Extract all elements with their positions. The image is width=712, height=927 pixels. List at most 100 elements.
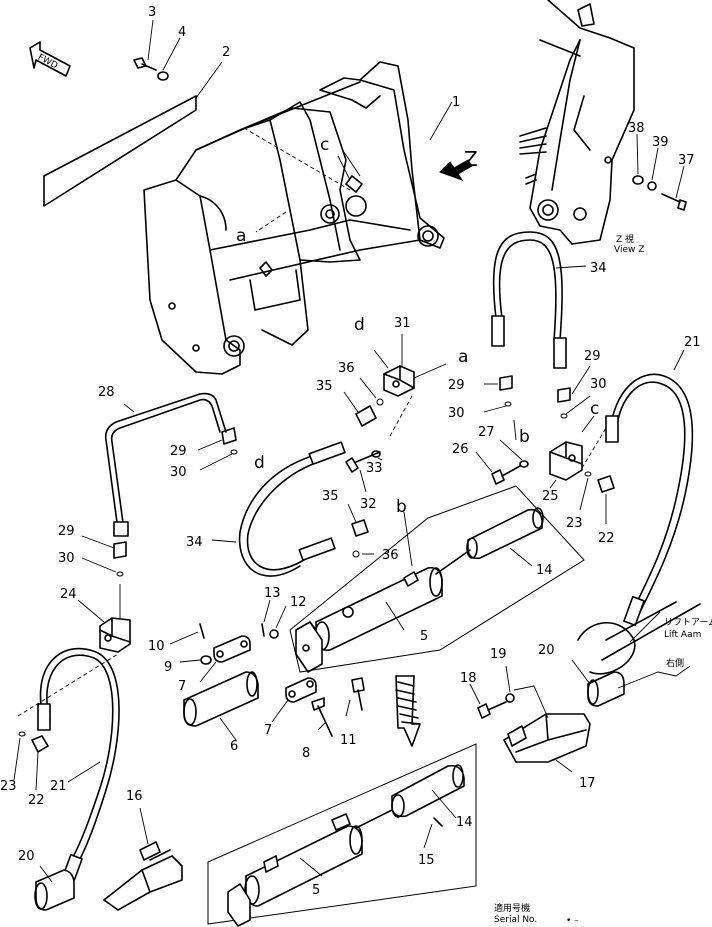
pin-20-left	[34, 865, 75, 911]
cylinder-5-upper	[295, 566, 443, 673]
callout-23-left: 23	[0, 779, 17, 794]
rod-14-upper	[466, 507, 544, 567]
bolt-11	[345, 677, 365, 717]
serial-jp: 適用号機	[494, 902, 530, 914]
view-z-frame	[519, 0, 635, 245]
callout-4: 4	[178, 25, 186, 40]
fwd-arrow-icon: FWD	[29, 41, 71, 77]
serial-dots: • –	[566, 916, 579, 926]
view-z-jp: Z 視	[616, 233, 634, 245]
callout-15: 15	[418, 853, 435, 868]
fitting-35-upper	[343, 391, 377, 427]
callout-33: 33	[366, 461, 383, 476]
hose-21-left	[37, 647, 120, 885]
callout-7-lower: 7	[264, 723, 272, 738]
callout-28: 28	[98, 385, 115, 400]
block-31	[373, 334, 447, 397]
callout-26: 26	[452, 442, 469, 457]
washer-33	[371, 450, 381, 458]
washer-9	[200, 655, 212, 665]
callout-22-right: 22	[598, 531, 615, 546]
pin-13	[261, 623, 265, 637]
callout-27: 27	[478, 425, 495, 440]
view-z-label: View Z	[614, 245, 644, 255]
letter-d-block: d	[354, 315, 365, 335]
callout-16: 16	[126, 789, 143, 804]
callout-10: 10	[148, 639, 165, 654]
lower-detail-box	[207, 743, 477, 925]
washer-27	[519, 460, 529, 468]
bolt-3	[133, 19, 157, 71]
cylinder-outline-box	[289, 485, 585, 673]
callout-20-right: 20	[538, 643, 555, 658]
pin-6	[183, 671, 259, 741]
bracket-16	[103, 807, 183, 911]
callout-29-upper: 29	[448, 378, 465, 393]
serial-label: Serial No.	[494, 915, 537, 925]
callout-21-right: 21	[684, 335, 701, 350]
letter-b-cylinder: b	[396, 497, 407, 517]
fitting-29-upper	[484, 375, 513, 391]
fwd-label: FWD	[36, 53, 59, 72]
callout-31: 31	[394, 316, 411, 331]
rod-14-lower	[391, 764, 465, 819]
callout-19: 19	[490, 647, 507, 662]
callout-29-right: 29	[584, 349, 601, 364]
block-25	[549, 415, 595, 489]
callout-22-left: 22	[28, 793, 45, 808]
jp-mark: 右側	[666, 657, 684, 669]
tube-28	[104, 392, 227, 537]
lift-arm-label: Lift Aam	[664, 630, 701, 640]
callout-25: 25	[542, 489, 559, 504]
callout-36-upper: 36	[338, 361, 355, 376]
bolt-26	[475, 451, 521, 485]
callout-1: 1	[452, 95, 460, 110]
letter-b-fitting: b	[519, 427, 530, 447]
plate-2	[43, 61, 223, 207]
fitting-22-right	[597, 475, 615, 524]
callout-38: 38	[628, 121, 645, 136]
bracket-17	[503, 713, 591, 773]
callout-32: 32	[360, 497, 377, 512]
fitting-29-left	[197, 427, 237, 451]
washer-19	[505, 693, 515, 703]
washer-39	[647, 147, 659, 191]
callout-18: 18	[460, 671, 477, 686]
callout-2: 2	[222, 45, 230, 60]
letter-c-block: c	[590, 399, 599, 419]
z-arrow-icon	[439, 159, 473, 181]
callout-3: 3	[148, 5, 156, 20]
callout-13: 13	[264, 586, 281, 601]
callout-34-lower: 34	[186, 535, 203, 550]
letter-a-frame: a	[236, 226, 246, 246]
callout-29-left: 29	[170, 444, 187, 459]
o-ring-36-upper	[376, 398, 384, 406]
callout-35-upper: 35	[316, 379, 333, 394]
callout-17: 17	[579, 776, 596, 791]
callout-24: 24	[60, 587, 77, 602]
z-arrow-label: Z	[464, 147, 478, 171]
callout-5-upper: 5	[420, 629, 428, 644]
pin-15	[433, 817, 443, 827]
jp-leader	[617, 665, 691, 689]
lift-arm-jp: リフトアーム	[664, 617, 712, 628]
washer-4	[157, 37, 181, 81]
callout-11: 11	[340, 733, 357, 748]
washer-38	[632, 133, 644, 185]
callout-7-upper: 7	[178, 679, 186, 694]
fitting-22-left	[31, 735, 49, 791]
bolt-8	[311, 697, 333, 737]
bolt-32	[345, 451, 381, 493]
washer-12	[269, 629, 279, 639]
fitting-35-lower	[347, 503, 369, 537]
callout-30-upper: 30	[448, 406, 465, 421]
callout-14-lower: 14	[456, 815, 473, 830]
down-arrow-icon	[395, 675, 421, 747]
callout-36-lower: 36	[382, 548, 399, 563]
hose-21-right	[605, 349, 694, 627]
bolt-18	[469, 683, 507, 719]
callout-6: 6	[230, 739, 238, 754]
callout-35-lower: 35	[322, 489, 339, 504]
callout-9: 9	[164, 660, 172, 675]
